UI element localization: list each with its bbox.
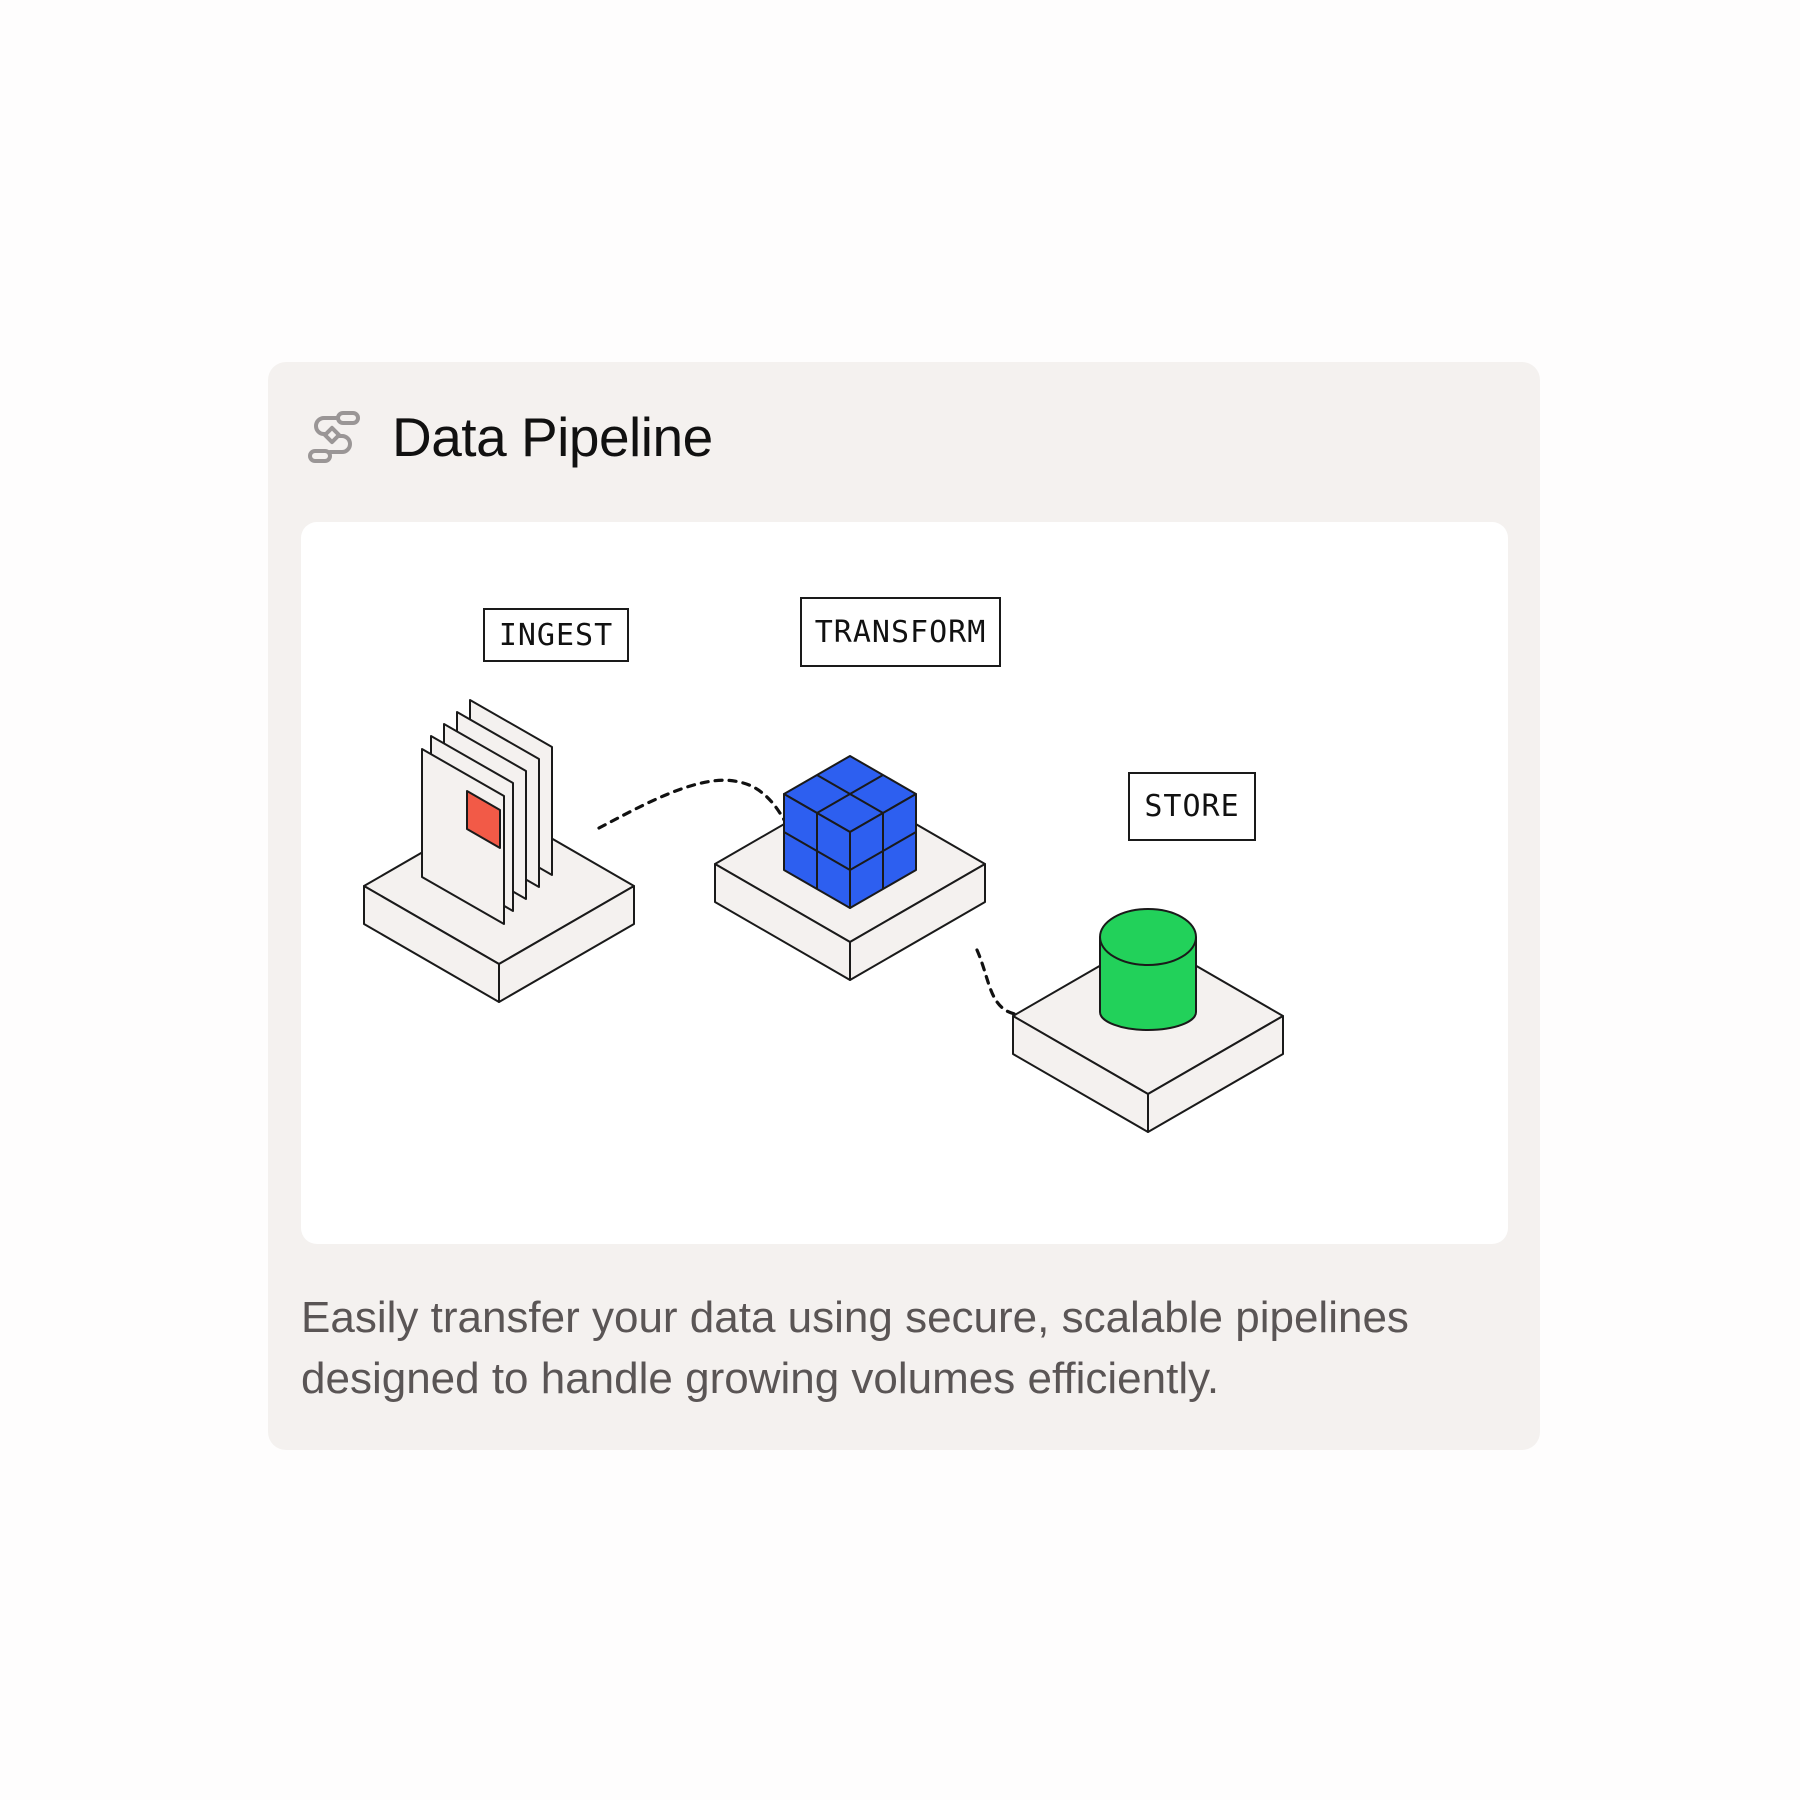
stage-label-ingest: INGEST bbox=[483, 608, 629, 662]
card-header: Data Pipeline bbox=[304, 400, 713, 474]
database-cylinder-icon bbox=[1099, 908, 1197, 1031]
data-pipeline-card: Data Pipeline .ol { stroke: #1a1a1a; str… bbox=[268, 362, 1540, 1450]
workflow-icon bbox=[308, 411, 360, 463]
pipeline-diagram: .ol { stroke: #1a1a1a; stroke-width: 2; … bbox=[301, 522, 1508, 1244]
ingest-red-square bbox=[466, 790, 501, 849]
pipeline-illustration: .ol { stroke: #1a1a1a; stroke-width: 2; … bbox=[363, 699, 1284, 1133]
stage-label-transform: TRANSFORM bbox=[800, 597, 1001, 667]
card-title: Data Pipeline bbox=[392, 406, 713, 468]
stage-label-store: STORE bbox=[1128, 772, 1256, 841]
cube-icon bbox=[783, 755, 917, 909]
document-stack-icon bbox=[421, 699, 553, 925]
card-description: Easily transfer your data using secure, … bbox=[301, 1293, 1409, 1403]
